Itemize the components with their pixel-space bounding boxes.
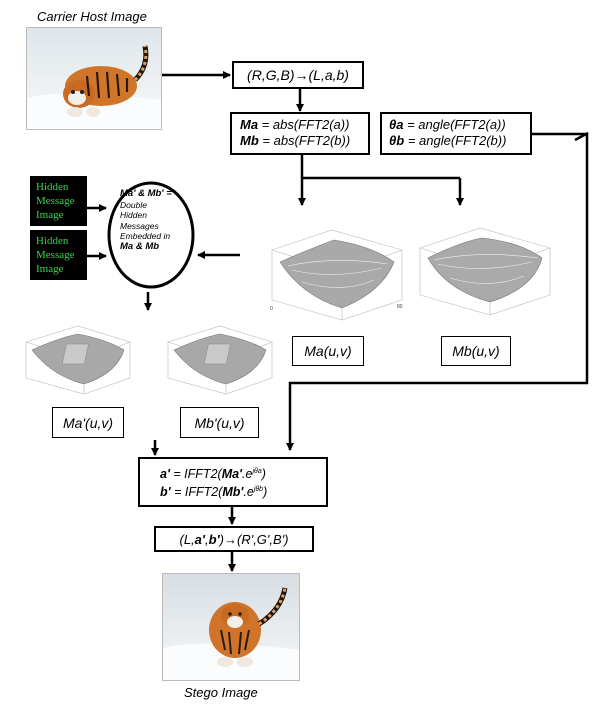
- hidden2-line3: Image: [36, 263, 64, 275]
- carrier-host-image: [26, 27, 162, 130]
- hidden-message-image-1: Hidden Message Image: [30, 176, 87, 226]
- ifft-b-sup: jθb: [253, 486, 264, 494]
- ma-label: Ma(u,v): [304, 343, 352, 359]
- mb-label: Mb(u,v): [452, 343, 500, 359]
- ma-prime-surface-plot: [24, 325, 131, 395]
- b-prime-var: b': [160, 485, 171, 500]
- mb-prime-label-box: Mb'(u,v): [180, 407, 259, 438]
- hidden2-line2: Message: [36, 249, 75, 261]
- embed-text: Ma' & Mb' = Double Hidden Messages Embed…: [120, 188, 172, 252]
- ma-label-box: Ma(u,v): [292, 336, 364, 366]
- theta-b-formula: = angle(FFT2(b)): [404, 133, 507, 148]
- lab-right: )→(R',G',B'): [219, 531, 289, 547]
- theta-a-var: θa: [389, 117, 404, 132]
- magnitude-box: Ma = abs(FFT2(a)) Mb = abs(FFT2(b)): [230, 112, 370, 155]
- embed-line4: Messages: [120, 220, 159, 231]
- mb-var: Mb: [240, 133, 259, 148]
- embed-line1: Ma' & Mb' =: [120, 188, 172, 199]
- ifft-b-exp: .e: [243, 485, 254, 500]
- stego-label: Stego Image: [184, 685, 258, 700]
- ma-surface-plot: 0 80: [270, 229, 403, 321]
- hidden1-line1: Hidden: [36, 181, 69, 193]
- ifft-a-exp: .e: [242, 467, 253, 482]
- lab-left: (L,: [179, 531, 195, 547]
- lab-to-rgb-box: (L,a', b')→(R',G',B'): [154, 526, 314, 552]
- ifft-b-end: ): [263, 485, 268, 500]
- svg-text:0: 0: [270, 306, 273, 312]
- embed-line3: Hidden: [120, 210, 147, 220]
- hidden2-line1: Hidden: [36, 235, 69, 247]
- theta-a-formula: = angle(FFT2(a)): [403, 117, 506, 132]
- mb-prime-var: Mb': [222, 485, 244, 500]
- theta-b-var: θb: [389, 133, 405, 148]
- ifft-a-sup: jθa: [252, 468, 262, 475]
- rgb-to-lab-text: (R,G,B)→(L,a,b): [247, 67, 349, 83]
- lab-comma: ,: [205, 531, 209, 547]
- mb-surface-plot: [419, 227, 551, 316]
- a-prime-var: a': [160, 467, 170, 482]
- arrow-phase-head: [574, 131, 589, 142]
- hidden-message-image-2: Hidden Message Image: [30, 230, 87, 280]
- arrow-phase-route: [286, 132, 589, 451]
- ifft-box: a' = IFFT2(Ma'.ejθa) b' = IFFT2(Mb'.ejθb…: [138, 457, 328, 507]
- ifft-b-mid: = IFFT2(: [170, 485, 223, 500]
- mb-formula: = abs(FFT2(b)): [258, 133, 351, 148]
- rgb-to-lab-box: (R,G,B)→(L,a,b): [232, 61, 364, 89]
- hidden1-line3: Image: [36, 209, 64, 221]
- ma-var: Ma: [240, 117, 259, 132]
- mb-prime-surface-plot: [166, 325, 273, 395]
- ma-prime-label: Ma'(u,v): [62, 414, 114, 431]
- ifft-a-end: ): [261, 467, 266, 482]
- ma-prime-label-box: Ma'(u,v): [52, 407, 124, 438]
- stego-image: [162, 573, 300, 681]
- embed-line2: Double: [120, 199, 147, 210]
- ma-prime-var: Ma': [221, 467, 243, 482]
- lab-b-prime: b': [208, 531, 220, 547]
- mb-label-box: Mb(u,v): [441, 336, 511, 366]
- embed-line5: Embedded in: [120, 231, 171, 241]
- lab-a-prime: a': [194, 531, 205, 547]
- embed-ellipse: [107, 181, 195, 289]
- mb-prime-label: Mb'(u,v): [194, 414, 245, 431]
- ifft-a-mid: = IFFT2(: [169, 467, 222, 482]
- svg-text:80: 80: [397, 304, 403, 310]
- phase-box: θa = angle(FFT2(a)) θb = angle(FFT2(b)): [380, 112, 532, 155]
- embed-line6: Ma & Mb: [120, 240, 160, 252]
- hidden1-line2: Message: [36, 195, 75, 207]
- carrier-label: Carrier Host Image: [37, 9, 147, 24]
- ma-formula: = abs(FFT2(a)): [258, 117, 350, 132]
